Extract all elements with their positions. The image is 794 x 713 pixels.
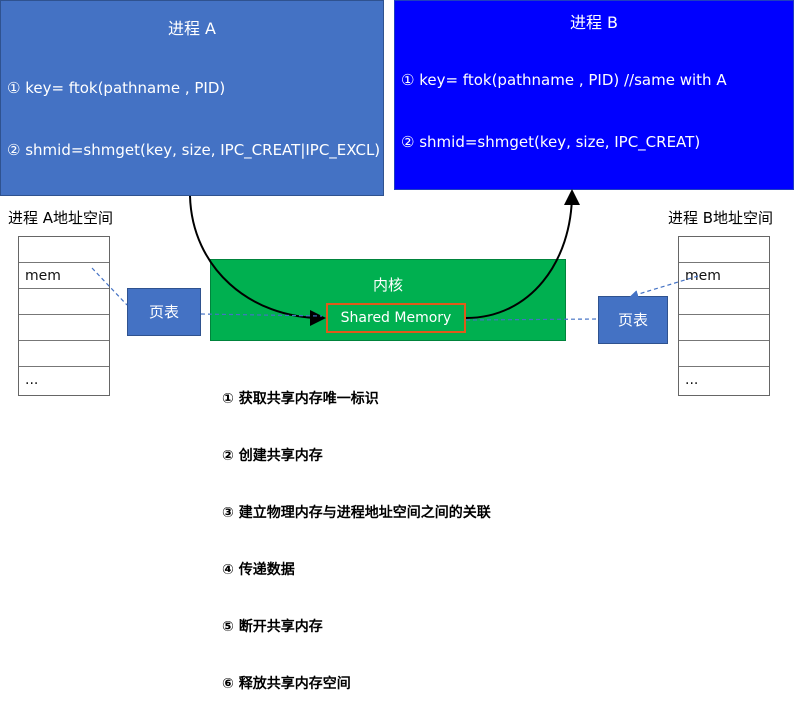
code-line: ⑥ shmctl(shmid, IPC_RMID, NULL)//释放: [7, 448, 302, 466]
address-cell-ellipsis: ...: [685, 372, 699, 388]
code-line: ② shmid=shmget(key, size, IPC_CREAT|IPC_…: [7, 140, 381, 159]
step-item: ② 创建共享内存: [222, 448, 323, 464]
process-a-box: 进程 A ① key= ftok(pathname , PID) ② shmid…: [0, 0, 384, 466]
code-line: ① key= ftok(pathname , PID) //same with …: [401, 71, 727, 89]
code-line: ⑥ shmctl(shmid, IPC_RMID, NULL)//删除: [401, 440, 696, 458]
process-b-box: 进程 B ① key= ftok(pathname , PID) //same …: [394, 0, 794, 458]
kernel-title: 内核: [372, 276, 403, 294]
step-item: ④ 传递数据: [222, 562, 295, 578]
process-b-code: ① key= ftok(pathname , PID) //same with …: [401, 29, 727, 501]
address-cell: [679, 341, 769, 367]
address-cell-mem: mem: [19, 263, 109, 289]
address-cell: [679, 289, 769, 315]
process-a-address-space-label: 进程 A地址空间: [8, 209, 114, 227]
step-item: ⑥ 释放共享内存空间: [222, 676, 351, 692]
address-cell: [679, 237, 769, 263]
address-cell: [19, 237, 109, 263]
process-a-address-space: mem ...: [18, 236, 110, 396]
code-line: ① key= ftok(pathname , PID): [7, 79, 226, 97]
code-line: ⑤ shmdt(mem)//断开: [401, 378, 557, 397]
process-a-title: 进程 A: [167, 19, 217, 38]
address-cell-mem: mem: [679, 263, 769, 289]
step-item: ③ 建立物理内存与进程地址空间之间的关联: [222, 505, 491, 521]
shared-memory-box: Shared Memory: [326, 303, 466, 333]
step-item: ① 获取共享内存唯一标识: [222, 391, 379, 407]
process-b-address-space-label: 进程 B地址空间: [668, 209, 774, 227]
process-b-address-space: mem ...: [678, 236, 770, 396]
process-b-title: 进程 B: [569, 13, 619, 32]
steps-list: ① 获取共享内存唯一标识 ② 创建共享内存 ③ 建立物理内存与进程地址空间之间的…: [222, 352, 491, 713]
address-cell: [679, 315, 769, 341]
address-cell: [19, 315, 109, 341]
page-table-left: 页表: [127, 288, 201, 336]
address-cell-ellipsis: ...: [25, 372, 39, 388]
step-item: ⑤ 断开共享内存: [222, 619, 323, 635]
page-table-right: 页表: [598, 296, 668, 344]
address-cell: [19, 341, 109, 367]
address-cell: [19, 289, 109, 315]
code-line: ② shmid=shmget(key, size, IPC_CREAT): [401, 132, 701, 151]
